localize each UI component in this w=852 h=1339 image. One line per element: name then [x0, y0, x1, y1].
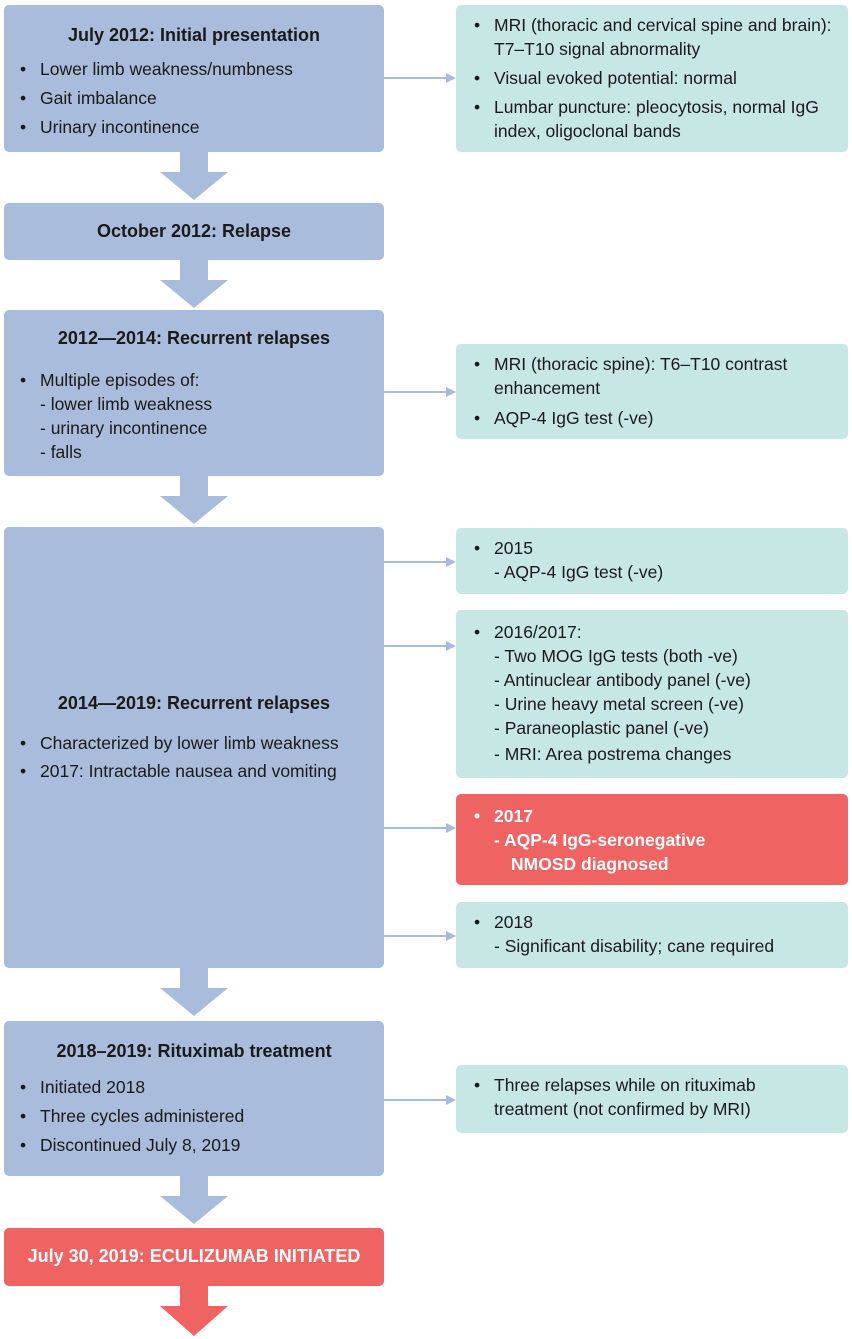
- mri-aqp4-box: MRI (thoracic spine): T6–T10 contrast en…: [456, 344, 848, 439]
- down-arrow-5: [160, 1176, 228, 1224]
- list-item: Characterized by lower limb weakness: [20, 731, 339, 755]
- tests-2016-2017-box: 2016/2017: - Two MOG IgG tests (both -ve…: [456, 610, 848, 778]
- list-item: - MRI: Area postrema changes: [494, 744, 732, 764]
- list-item: MRI (thoracic spine): T6–T10 contrast en…: [474, 352, 834, 400]
- arrowhead-4a: [446, 557, 456, 567]
- rituximab-treatment-box: 2018–2019: Rituximab treatment Initiated…: [4, 1021, 384, 1176]
- list-item: 2015: [474, 536, 834, 560]
- recurrent-relapses-2012-box: 2012—2014: Recurrent relapses Multiple e…: [4, 310, 384, 476]
- list-item: Gait imbalance: [20, 86, 293, 110]
- relapse-box: October 2012: Relapse: [4, 203, 384, 260]
- list-item: - Urine heavy metal screen (-ve): [494, 694, 744, 714]
- disability-2018-box: 2018 - Significant disability; cane requ…: [456, 902, 848, 968]
- down-arrow-4: [160, 968, 228, 1016]
- down-arrow-6: [160, 1286, 228, 1336]
- recurrent-relapses-2014-title: 2014—2019: Recurrent relapses: [57, 693, 331, 713]
- list-item: Multiple episodes of:: [20, 368, 212, 392]
- list-item: - Two MOG IgG tests (both -ve): [494, 646, 738, 666]
- list-item: - Significant disability; cane required: [494, 936, 775, 956]
- list-item: Lumbar puncture: pleocytosis, normal IgG…: [474, 95, 834, 143]
- list-item: NMOSD diagnosed: [511, 854, 669, 874]
- list-item: 2017: [474, 804, 834, 828]
- list-item: AQP-4 IgG test (-ve): [474, 406, 834, 430]
- list-item: Initiated 2018: [20, 1075, 244, 1099]
- arrowhead-4c: [446, 823, 456, 833]
- initial-presentation-box: July 2012: Initial presentation Lower li…: [4, 5, 384, 152]
- list-item: - falls: [40, 442, 82, 462]
- arrowhead-5: [446, 1095, 456, 1105]
- eculizumab-initiated-box: July 30, 2019: ECULIZUMAB INITIATED: [4, 1228, 384, 1286]
- list-item: Visual evoked potential: normal: [474, 66, 834, 90]
- list-item: Three cycles administered: [20, 1104, 244, 1128]
- down-arrow-3: [160, 476, 228, 524]
- down-arrow-2: [160, 260, 228, 308]
- arrowhead-1: [446, 73, 456, 83]
- list-item: - urinary incontinence: [40, 418, 208, 438]
- list-item: Discontinued July 8, 2019: [20, 1133, 244, 1157]
- diagnosis-2017-box: 2017 - AQP-4 IgG-seronegative NMOSD diag…: [456, 794, 848, 885]
- list-item: Urinary incontinence: [20, 115, 293, 139]
- list-item: Lower limb weakness/numbness: [20, 57, 293, 81]
- list-item: - Paraneoplastic panel (-ve): [494, 718, 709, 738]
- recurrent-relapses-2012-title: 2012—2014: Recurrent relapses: [57, 328, 331, 348]
- relapse-title: October 2012: Relapse: [96, 221, 292, 241]
- list-item: - lower limb weakness: [40, 394, 213, 414]
- list-item: - Antinuclear antibody panel (-ve): [494, 670, 751, 690]
- rituximab-treatment-title: 2018–2019: Rituximab treatment: [56, 1041, 332, 1061]
- recurrent-relapses-2014-box: 2014—2019: Recurrent relapses Characteri…: [4, 527, 384, 968]
- list-item: - AQP-4 IgG-seronegative: [494, 830, 706, 850]
- rituximab-relapses-box: Three relapses while on rituximab treatm…: [456, 1065, 848, 1133]
- arrowhead-3: [446, 387, 456, 397]
- list-item: - AQP-4 IgG test (-ve): [494, 562, 664, 582]
- list-item: Three relapses while on rituximab treatm…: [474, 1073, 834, 1121]
- down-arrow-1: [160, 152, 228, 200]
- arrowhead-4b: [446, 641, 456, 651]
- arrowhead-4d: [446, 931, 456, 941]
- initial-presentation-title: July 2012: Initial presentation: [67, 25, 321, 45]
- list-item: 2017: Intractable nausea and vomiting: [20, 759, 339, 783]
- list-item: 2016/2017:: [474, 620, 834, 644]
- eculizumab-initiated-title: July 30, 2019: ECULIZUMAB INITIATED: [27, 1246, 361, 1266]
- test-2015-box: 2015 - AQP-4 IgG test (-ve): [456, 528, 848, 594]
- list-item: 2018: [474, 910, 834, 934]
- initial-workup-box: MRI (thoracic and cervical spine and bra…: [456, 5, 848, 152]
- list-item: MRI (thoracic and cervical spine and bra…: [474, 13, 834, 61]
